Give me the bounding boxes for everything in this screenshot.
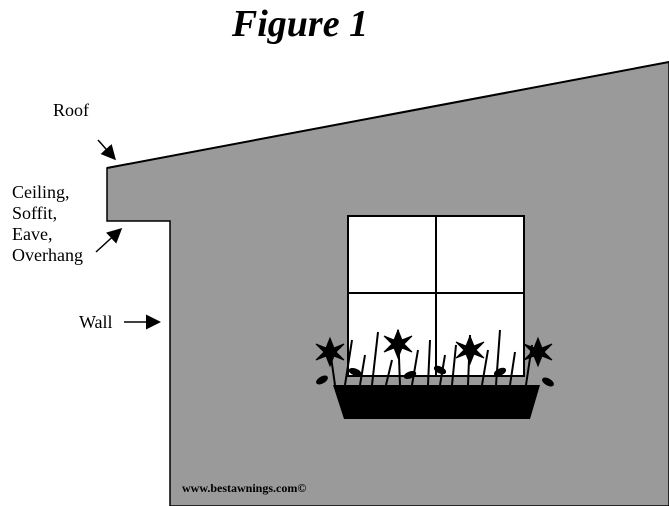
roof-arrow (97, 139, 116, 161)
flower-left (315, 336, 345, 368)
figure-title: Figure 1 (231, 3, 369, 45)
window (347, 215, 525, 377)
label-eave: Eave, (12, 224, 53, 244)
planter-box (333, 385, 540, 419)
flower-silhouettes (315, 328, 554, 387)
label-ceiling-group: Ceiling, Soffit, Eave, Overhang (12, 182, 83, 266)
flower-right (523, 336, 553, 368)
label-wall: Wall (79, 312, 113, 332)
ceiling-arrow (95, 227, 123, 253)
label-roof: Roof (53, 100, 89, 120)
roof-line (106, 61, 669, 169)
watermark-text: www.bestawnings.com© (182, 481, 307, 495)
label-ceiling: Ceiling, (12, 182, 70, 202)
label-soffit: Soffit, (12, 203, 58, 223)
label-overhang: Overhang (12, 245, 83, 265)
flower-mid-right (455, 334, 485, 366)
flower-mid-left (383, 328, 413, 360)
